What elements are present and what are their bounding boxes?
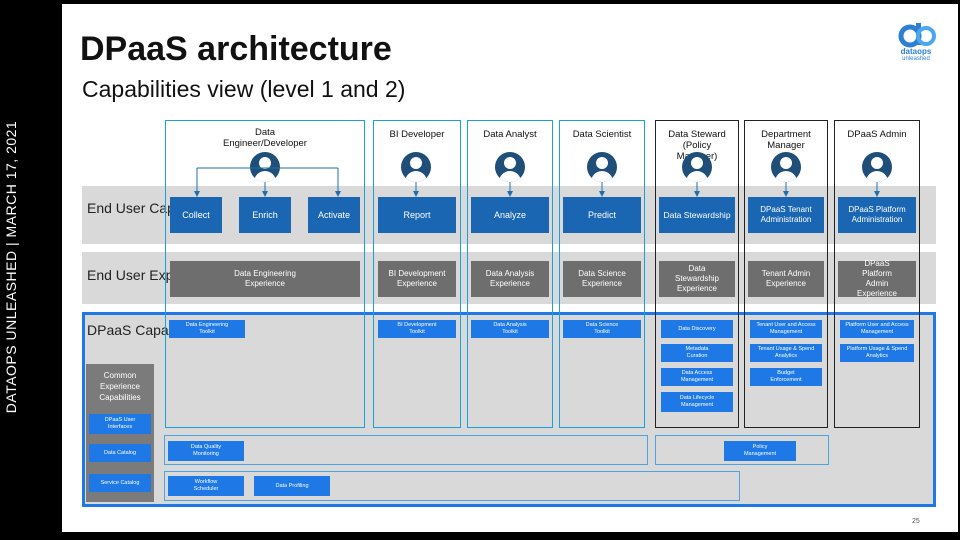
column-data-analyst: Data Analyst xyxy=(467,120,553,428)
common-item-service-catalog: Service Catalog xyxy=(89,474,151,492)
user-avatar-icon xyxy=(495,152,525,182)
toolkit-data-science: Data Science Toolkit xyxy=(563,320,641,338)
user-avatar-icon xyxy=(771,152,801,182)
page-number: 25 xyxy=(912,518,920,525)
panel-policy-management xyxy=(655,435,829,465)
column-header-data-engineer: Data Engineer/Developer xyxy=(223,127,307,149)
steward-item-data-discovery: Data Discovery xyxy=(661,320,733,338)
toolkit-bi-development: BI Development Toolkit xyxy=(378,320,456,338)
capability-collect: Collect xyxy=(170,197,222,233)
experience-data-engineering: Data Engineering Experience xyxy=(170,261,360,297)
capability-analyze: Analyze xyxy=(471,197,549,233)
tenant-item-budget-enforcement: Budget Enforcement xyxy=(750,368,822,386)
shared-item-policy-management: Policy Management xyxy=(724,441,796,461)
column-header-dpaas-admin: DPaaS Admin xyxy=(847,129,907,140)
platform-item-usage-spend-analytics: Platform Usage & Spend Analytics xyxy=(840,344,914,362)
experience-data-analysis: Data Analysis Experience xyxy=(471,261,549,297)
user-avatar-icon xyxy=(587,152,617,182)
logo-icon xyxy=(898,23,936,48)
common-item-data-catalog: Data Catalog xyxy=(89,444,151,462)
steward-item-data-lifecycle-management: Data Lifecycle Management xyxy=(661,392,733,412)
column-data-scientist: Data Scientist xyxy=(559,120,645,428)
shared-item-data-profiling: Data Profiling xyxy=(254,476,330,496)
column-header-data-scientist: Data Scientist xyxy=(572,129,632,140)
capability-report: Report xyxy=(378,197,456,233)
column-bi-developer: BI Developer xyxy=(373,120,461,428)
capability-enrich: Enrich xyxy=(239,197,291,233)
slide: DPaaS architecture Capabilities view (le… xyxy=(62,4,958,532)
capability-activate: Activate xyxy=(308,197,360,233)
user-avatar-icon xyxy=(682,152,712,182)
column-header-department-manager: Department Manager xyxy=(761,129,811,151)
column-dpaas-admin: DPaaS Admin xyxy=(834,120,920,428)
shared-item-workflow-scheduler: Workflow Scheduler xyxy=(168,476,244,496)
column-header-data-analyst: Data Analyst xyxy=(483,129,537,140)
common-experience-label: Common Experience Capabilities xyxy=(99,371,141,402)
slide-title: DPaaS architecture xyxy=(80,30,392,68)
logo-tag: unleashed xyxy=(902,56,930,62)
user-avatar-icon xyxy=(401,152,431,182)
logo-word: dataops xyxy=(900,47,932,56)
column-data-engineer: Data Engineer/Developer xyxy=(165,120,365,428)
dataops-logo: dataops unleashed xyxy=(896,22,936,68)
column-header-bi-developer: BI Developer xyxy=(389,129,445,140)
tenant-item-usage-spend-analytics: Tenant Usage & Spend Analytics xyxy=(750,344,822,362)
user-avatar-icon xyxy=(250,152,280,182)
common-item-dpaas-user-interfaces: DPaaS User Interfaces xyxy=(89,414,151,434)
capability-platform-administration: DPaaS Platform Administration xyxy=(838,197,916,233)
capability-data-stewardship: Data Stewardship xyxy=(659,197,735,233)
toolkit-data-engineering: Data Engineering Toolkit xyxy=(169,320,245,338)
panel-workflow xyxy=(164,471,740,501)
slide-subtitle: Capabilities view (level 1 and 2) xyxy=(82,76,406,102)
toolkit-data-analysis: Data Analysis Toolkit xyxy=(471,320,549,338)
connector-line xyxy=(197,167,338,186)
experience-data-science: Data Science Experience xyxy=(563,261,641,297)
side-banner-text: DATAOPS UNLEASHED | MARCH 17, 2021 xyxy=(3,120,19,414)
steward-item-data-access-management: Data Access Management xyxy=(661,368,733,386)
shared-item-data-quality-monitoring: Data Quality Monitoring xyxy=(168,441,244,461)
connector-arrows xyxy=(194,167,880,197)
experience-data-stewardship: Data Stewardship Experience xyxy=(659,261,735,297)
panel-data-quality xyxy=(164,435,648,465)
experience-bi-development: BI Development Experience xyxy=(378,261,456,297)
steward-item-metadata-curation: Metadata Curation xyxy=(661,344,733,362)
user-avatar-icon xyxy=(862,152,892,182)
experience-platform-admin: DPaaS Platform Admin Experience xyxy=(838,259,916,298)
capability-tenant-administration: DPaaS Tenant Administration xyxy=(748,197,824,233)
column-department-manager: Department Manager xyxy=(744,120,828,428)
platform-item-user-access-management: Platform User and Access Management xyxy=(840,320,914,338)
capability-predict: Predict xyxy=(563,197,641,233)
experience-tenant-admin: Tenant Admin Experience xyxy=(748,261,824,297)
tenant-item-user-access-management: Tenant User and Access Management xyxy=(750,320,822,338)
